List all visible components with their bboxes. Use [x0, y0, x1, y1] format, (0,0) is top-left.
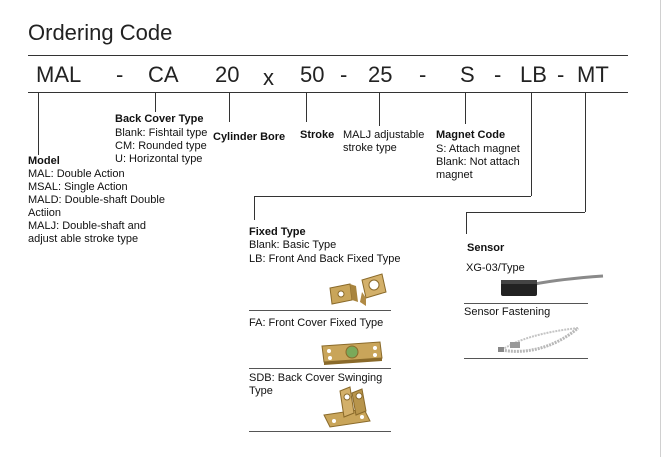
fixed-type-sdb: SDB: Back Cover Swinging Type [249, 372, 382, 398]
fixed-type-lb: LB: Front And Back Fixed Type [249, 253, 401, 265]
sdb-line: SDB: Back Cover Swinging [249, 372, 383, 384]
code-rule [28, 92, 628, 93]
lb-separator [249, 310, 391, 311]
malj-line: MALJ adjustable [343, 129, 425, 141]
connector-fixed-drop [254, 196, 255, 220]
code-dash: - [116, 62, 124, 87]
magnet-option: magnet [436, 169, 473, 181]
code-malj: 25 [368, 62, 393, 87]
sdb-line: Type [249, 385, 273, 397]
back-cover-option: CM: Rounded type [115, 140, 207, 152]
connector-back-cover [155, 92, 156, 112]
code-bore: 20 [215, 62, 240, 87]
connector-sensor-horizontal [466, 212, 585, 213]
back-cover-option: U: Horizontal type [115, 153, 203, 165]
connector-fixed [531, 92, 532, 196]
malj-line: stroke type [343, 142, 397, 154]
back-cover-option: Blank: Fishtail type [115, 127, 208, 139]
model-option: MALD: Double-shaft Double [28, 194, 165, 206]
model-option: Actiion [28, 207, 62, 219]
code-dash: - [340, 62, 348, 87]
cylinder-bore-label: Cylinder Bore [213, 131, 286, 143]
code-stroke: 50 [300, 62, 325, 87]
lb-bracket-image [329, 273, 387, 306]
sensor-heading: Sensor [467, 242, 505, 254]
sensor-fastening-separator [464, 358, 588, 359]
back-cover-options: Blank: Fishtail type CM: Rounded type U:… [115, 127, 207, 166]
magnet-option: S: Attach magnet [436, 143, 520, 155]
code-model: MAL [36, 62, 82, 87]
connector-fixed-horizontal [254, 196, 531, 197]
page-title: Ordering Code [28, 20, 173, 45]
sensor-fastening-label: Sensor Fastening [464, 306, 551, 318]
connector-magnet [465, 92, 466, 124]
fa-separator [249, 368, 391, 369]
code-sensor: MT [577, 62, 609, 87]
page-edge [660, 0, 661, 457]
code-back-cover: CA [148, 62, 179, 87]
fixed-type-fa: FA: Front Cover Fixed Type [249, 317, 384, 329]
sensor-separator [464, 303, 588, 304]
stroke-label: Stroke [300, 129, 335, 141]
code-dash: - [494, 62, 502, 87]
model-option: MAL: Double Action [28, 168, 125, 180]
title-rule [28, 55, 628, 56]
sensor-type-label: XG-03/Type [466, 262, 525, 274]
back-cover-heading: Back Cover Type [115, 113, 204, 125]
code-fixed: LB [520, 62, 547, 87]
code-dash: - [557, 62, 565, 87]
model-heading: Model [28, 155, 60, 167]
code-magnet: S [460, 62, 475, 87]
model-option: MALJ: Double-shaft and [28, 220, 147, 232]
magnet-option: Blank: Not attach [436, 156, 520, 168]
sensor-fastening-image [498, 326, 579, 353]
connector-sensor [585, 92, 586, 212]
model-options: MAL: Double Action MSAL: Single Action M… [28, 168, 165, 246]
connector-malj [379, 92, 380, 126]
magnet-heading: Magnet Code [436, 129, 506, 141]
connector-stroke [306, 92, 307, 122]
connector-sensor-drop [466, 212, 467, 234]
model-option: MSAL: Single Action [28, 181, 128, 193]
sdb-bracket-image [323, 386, 371, 428]
magnet-options: S: Attach magnet Blank: Not attach magne… [436, 143, 520, 182]
model-option: adjust able stroke type [28, 233, 139, 245]
connector-bore [229, 92, 230, 122]
sdb-separator [249, 431, 391, 432]
sensor-image [501, 274, 604, 296]
code-dash: - [419, 62, 427, 87]
code-x: x [263, 65, 274, 90]
fixed-type-basic: Blank: Basic Type [249, 239, 337, 251]
malj-adjustable-label: MALJ adjustable stroke type [343, 129, 424, 155]
connector-model [38, 92, 39, 155]
fixed-type-heading: Fixed Type [249, 226, 306, 238]
fa-plate-image [321, 341, 383, 365]
